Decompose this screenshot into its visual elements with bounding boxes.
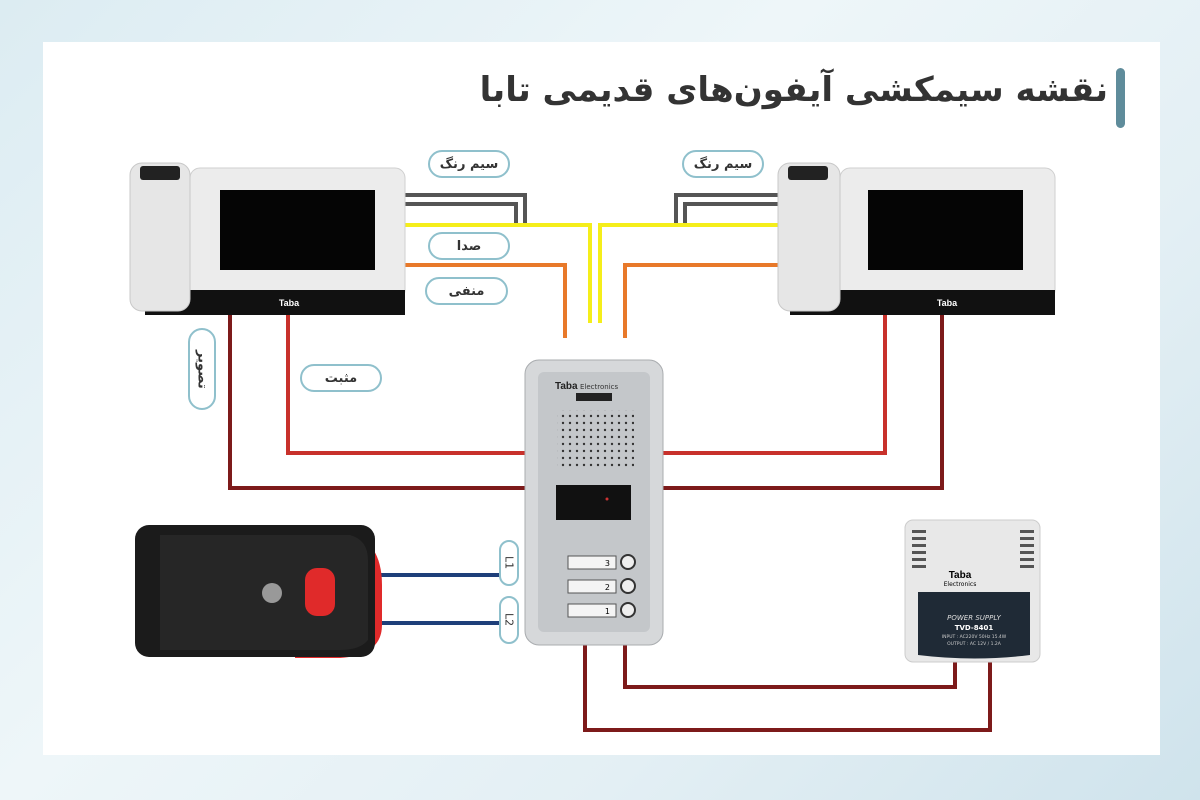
label-color-wire-right: سیم رنگ [682, 150, 764, 178]
label-positive: مثبت [300, 364, 382, 392]
label-color-wire-left: سیم رنگ [428, 150, 510, 178]
wire-yellow-right [598, 223, 778, 323]
monitor-screen [868, 190, 1023, 270]
wire-darkred-right [662, 312, 944, 490]
wire-yellow-left [405, 223, 592, 323]
door-station-brand: Taba [555, 381, 578, 392]
label-audio: صدا [428, 232, 510, 260]
label-video: تصویر [188, 328, 216, 410]
psu-output: OUTPUT : AC 12V / 1.2A [947, 641, 1002, 647]
psu-name: POWER SUPPLY [947, 614, 1001, 622]
label-l1: L1 [499, 540, 519, 586]
handset [777, 162, 841, 312]
call-buttons: 3 2 1 [567, 554, 636, 618]
wire-gray-right-2 [683, 202, 778, 225]
monitor-brand: Taba [937, 298, 958, 308]
key-cylinder [262, 583, 282, 603]
label-negative: منفی [425, 277, 508, 305]
page-title: نقشه سیمکشی آیفون‌های قدیمی تابا [479, 70, 1109, 110]
psu-input: INPUT : AC220V 50Hz 15.4W [942, 634, 1007, 640]
monitor-screen [220, 190, 375, 270]
wire-orange-left [405, 263, 567, 338]
psu-brand: Taba [949, 570, 972, 581]
camera-window [556, 485, 631, 520]
label-l2: L2 [499, 596, 519, 644]
button-label: 3 [605, 559, 610, 568]
psu-model: TVD-8401 [955, 624, 994, 632]
door-station: Taba Electronics 3 2 1 [524, 359, 664, 646]
speaker-grille [557, 410, 634, 468]
monitor-right: Taba [777, 162, 1056, 315]
wire-gray-left-2 [405, 202, 518, 225]
power-supply: Taba Electronics POWER SUPPLY TVD-8401 I… [904, 519, 1041, 663]
wire-psu-2 [583, 643, 992, 732]
handset [129, 162, 191, 312]
button-label: 1 [605, 607, 610, 616]
door-station-sub: Electronics [580, 383, 619, 391]
wire-red-right [662, 312, 887, 455]
monitor-brand: Taba [279, 298, 300, 308]
monitor-left: Taba [129, 162, 406, 315]
lock-button [305, 568, 335, 616]
wire-orange-right [623, 263, 778, 338]
wire-darkred-left [228, 312, 526, 490]
button-label: 2 [605, 583, 610, 592]
electric-lock [135, 525, 382, 658]
psu-sub: Electronics [944, 581, 977, 588]
wire-gray-left-1 [405, 193, 527, 225]
wire-red-left [286, 312, 526, 455]
title-accent-bar [1116, 68, 1125, 128]
wire-psu-1 [623, 643, 957, 689]
wire-gray-right-1 [674, 193, 778, 225]
